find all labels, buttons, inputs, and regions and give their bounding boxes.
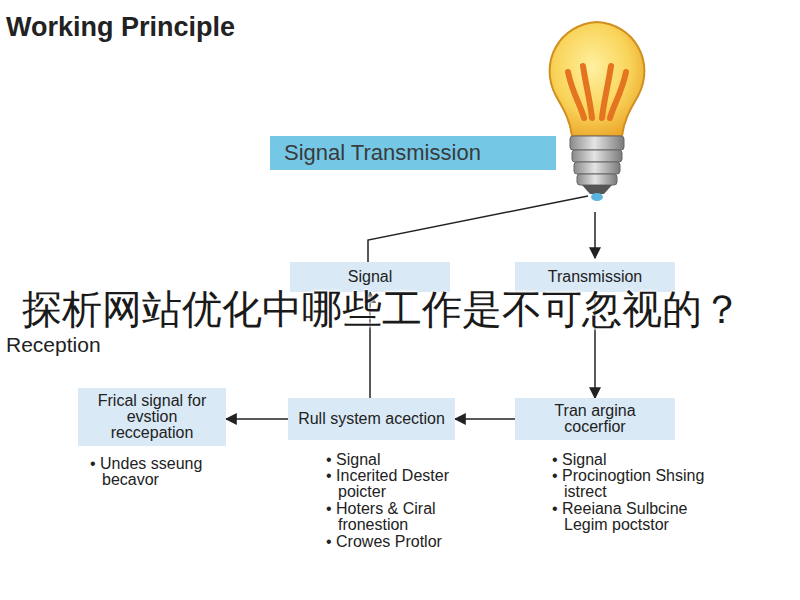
bullet-note: • Procinogtion Shsing istrect <box>552 468 714 500</box>
process-box: Rull system acection <box>288 398 455 440</box>
bulb-glass <box>550 22 645 136</box>
node-text: Signal <box>298 269 442 285</box>
bullet-note: • Reeiana Sulbcine Legim poctstor <box>552 501 714 533</box>
bullet-note: • Signal <box>552 452 714 468</box>
node-text: Transmission <box>523 269 667 285</box>
bullet-note: • Undes sseung becavor <box>90 456 242 488</box>
bullet-note: • Crowes Protlor <box>326 534 488 550</box>
node-text: Frical signal for evstion reccepation <box>86 393 218 441</box>
flow-arrow <box>455 418 515 420</box>
bulb-arrow <box>594 212 596 258</box>
node-text: Rull system acection <box>296 411 447 427</box>
bullet-note: • Incerited Dester poicter <box>326 468 470 500</box>
node-text: Signal Transmission <box>284 140 542 166</box>
bullet-note: • Signal <box>326 452 470 468</box>
leader-line <box>368 196 588 262</box>
bulb-base <box>570 136 624 201</box>
bullet-note: • Hoters & Ciral fronestion <box>326 501 488 533</box>
section-label: Reception <box>6 333 206 357</box>
process-box: Tran argina cocerfior <box>515 398 675 440</box>
signal-band: Signal Transmission <box>270 136 556 170</box>
diagram-title: Working Principle <box>6 12 235 43</box>
process-box: Frical signal for evstion reccepation <box>78 388 226 446</box>
node-text: Tran argina cocerfior <box>523 403 667 435</box>
flow-arrow <box>226 418 288 420</box>
bulb-filament <box>568 66 626 118</box>
overlay-watermark: 探析网站优化中哪些工作是不可忽视的？ <box>22 287 800 331</box>
